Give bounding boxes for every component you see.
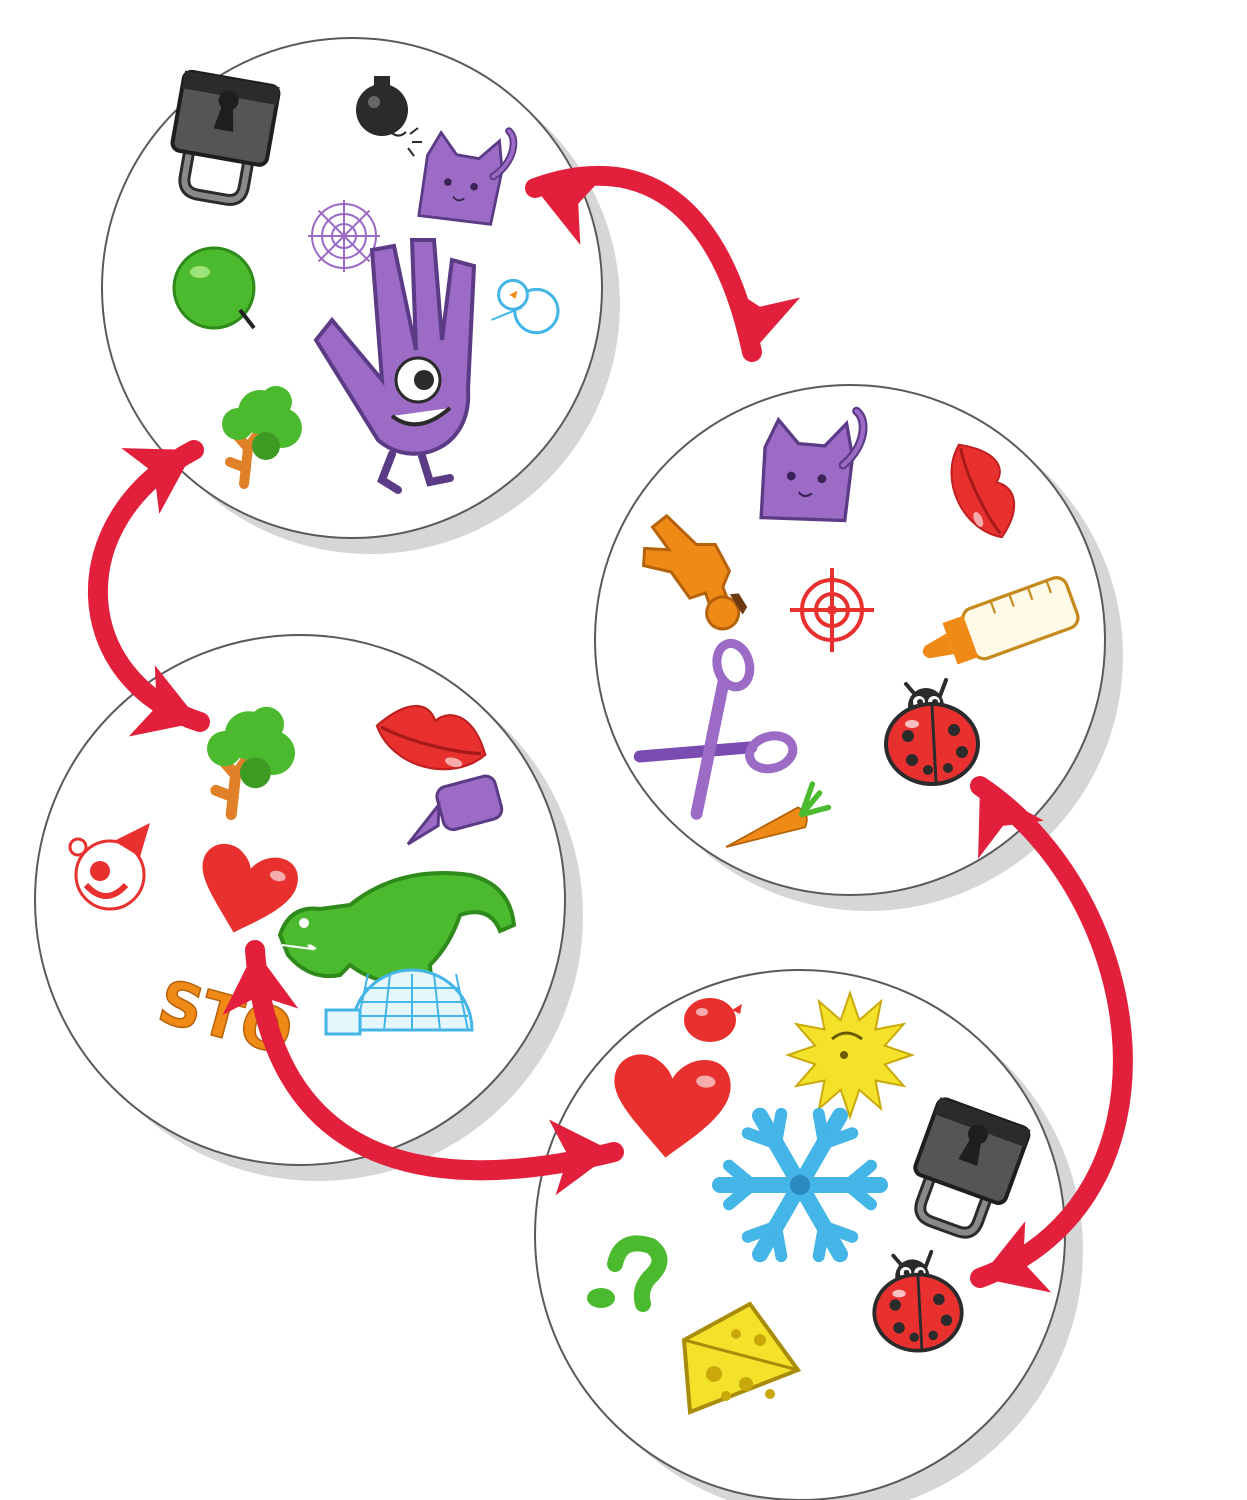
arrowhead <box>121 448 194 514</box>
gingerbread-man-icon[interactable] <box>628 502 757 649</box>
match-arrow-heart-icon <box>222 940 624 1196</box>
hand-icon[interactable] <box>313 238 477 494</box>
arrowhead <box>535 173 607 245</box>
cheese-icon[interactable] <box>681 1301 802 1415</box>
spider-web-icon[interactable] <box>308 200 380 272</box>
arrowhead <box>128 665 200 737</box>
card-left[interactable]: STO <box>34 634 566 1166</box>
balloon-icon[interactable] <box>684 998 742 1042</box>
match-arrow-tree-icon <box>88 440 210 737</box>
match-arrows-layer <box>88 165 1133 1293</box>
arrowhead <box>725 284 801 352</box>
snowflake-icon[interactable] <box>712 1107 888 1263</box>
card-right[interactable] <box>594 384 1106 896</box>
apple-icon[interactable] <box>172 246 256 330</box>
question-mark-icon[interactable] <box>587 1235 668 1312</box>
target-icon[interactable] <box>790 568 874 652</box>
snowman-icon[interactable] <box>491 278 560 335</box>
arrowhead <box>548 1119 614 1196</box>
bomb-icon[interactable] <box>356 76 422 157</box>
sun-icon[interactable] <box>784 989 916 1121</box>
match-arrow-cat-icon <box>525 165 801 362</box>
clown-icon[interactable] <box>68 823 150 911</box>
cards-layer: STO <box>34 37 1106 1500</box>
arrowhead <box>980 1221 1052 1293</box>
candle-icon[interactable] <box>396 774 504 846</box>
card-bottom[interactable] <box>534 969 1066 1500</box>
scissors-icon[interactable] <box>618 635 803 825</box>
baby-bottle-icon[interactable] <box>914 575 1081 679</box>
arrowhead <box>978 786 1044 859</box>
card-top-left[interactable] <box>101 37 603 539</box>
carrot-icon[interactable] <box>725 781 832 848</box>
arrowhead <box>222 950 299 1016</box>
dinosaur-icon[interactable] <box>277 871 517 1028</box>
igloo-icon[interactable] <box>324 968 474 1036</box>
card-face <box>534 969 1066 1500</box>
match-arrow-ladybug-icon <box>970 776 1133 1293</box>
